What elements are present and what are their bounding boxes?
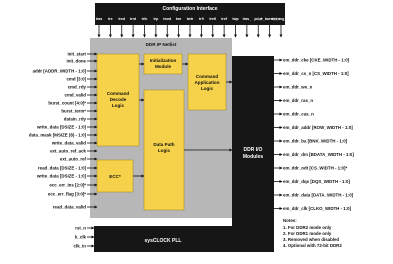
bottom-input-label: clk_in [74,244,87,249]
config-signal-label: trfc [142,17,148,21]
config-signal-label: trcd [118,17,125,21]
left-input-label: ecc_err_ins [2:0]* [49,183,86,188]
left-input-label: cmd [3:0] [66,77,86,82]
io-modules-line1: DDR I/O [244,147,263,153]
config-signal-label: tre [108,17,113,21]
config-signal-label: ext_reg_en [272,17,291,21]
command-decode-line2: Decode [110,97,127,102]
left-input-label: ext_auto_ref [60,157,87,162]
command-decode-line1: Command [107,91,130,96]
datapath-line1: Data Path [153,142,174,147]
left-input-label: cmd_rdy [68,85,87,90]
right-output-label: em_ddr_ba [BNK_WIDTH - 1:0] [283,139,348,144]
bottom-input-label: rst_n [75,226,86,231]
config-signal-label: trfi [199,17,204,21]
right-output-label: em_ddr_cs_n [CS_WIDTH - 1:0] [283,71,349,76]
config-signal-label: tras [96,17,103,21]
note-2: 2. For DDR1 mode only [283,231,332,236]
config-signal-label: tref [221,17,228,21]
right-output-label: em_ddr_clk [CLKO_WIDTH - 1:0] [283,206,352,211]
command-decode-line3: Logic [112,103,125,108]
right-signal-group: em_ddr_cke [CKE_WIDTH - 1:0] em_ddr_cs_n … [274,58,354,211]
right-output-label: em_ddr_we_n [283,85,313,90]
notes-title: Notes: [283,218,297,223]
ecc-label: ECC* [109,174,121,179]
note-1: 1. For DDR2 mode only [283,225,332,230]
config-signal-label: trp [153,17,159,21]
config-signal-label: tras_ [243,17,253,21]
config-signal-label: trrd [130,17,136,21]
left-input-label: read_data [DSIZE - 1:0] [38,166,87,171]
left-input-label: cmd_valid [65,93,87,98]
note-3: 3. Removed when disabled [283,237,339,242]
left-input-label: datain_rdy [64,117,87,122]
init-module-line2: Module [155,64,172,69]
left-input-label: read_data_valid [53,205,87,210]
command-decode-block [96,53,140,147]
pll-label: sysCLOCK PLL [145,238,182,244]
left-input-label: write_data_valid [51,141,86,146]
config-signal-label: tmrd [163,17,171,21]
right-output-label: em_ddr_data [DATA_WIDTH - 1:0] [283,193,354,198]
config-signal-label: trefi [209,17,216,21]
left-input-label: ext_auto_ref_ack [50,149,86,154]
cmd-app-line2: Application [194,80,219,85]
left-input-label: write_data [DSIZE - 1:0] [36,174,87,179]
config-interface-title: Configuration Interface [162,6,217,12]
ecc-block [96,159,134,193]
config-arrow-group [97,25,283,38]
left-input-label: write_data [DSIZE - 1:0] [36,125,87,130]
init-module-line1: Initialization [150,58,177,63]
right-output-label: em_ddr_cke [CKE_WIDTH - 1:0] [283,58,350,63]
right-output-label: em_ddr_dm [BDATA_WIDTH - 1:0] [283,152,354,157]
left-input-label: init_done [66,59,86,64]
notes-box: Notes: 1. For DDR2 mode only 2. For DDR1… [283,218,342,248]
left-input-label: addr [ADDR_WIDTH - 1:0] [33,69,87,74]
bottom-input-label: k_clk [75,235,87,240]
sysclock-pll-block [94,226,232,252]
left-input-label: data_mask [MSIZE (8) - 1:0] [29,133,87,138]
config-interface-box [95,3,285,25]
left-input-label: burst_term* [61,109,86,114]
right-output-label: em_ddr_dqs [DQS_WIDTH - 1:0] [283,179,350,184]
datapath-line2: Logic [158,148,171,153]
config-signal-label: twp [232,17,239,21]
right-output-label: em_ddr_addr [ROW_WIDTH - 1:0] [283,125,353,130]
bottom-signal-group: rst_n k_clk clk_in [74,226,95,249]
right-output-label: em_ddr_odt [CS_WIDTH - 1:0]* [283,166,347,171]
right-output-label: em_ddr_cas_n [283,112,314,117]
datapath-block [143,89,185,211]
left-input-label: burst_count [4:0]* [48,101,86,106]
config-signal-label: twr [176,17,182,21]
config-signal-label: ar_burst_en [259,17,280,21]
io-modules-line2: Modules [243,154,263,160]
command-application-block [187,53,227,111]
right-output-label: em_ddr_ras_n [283,98,313,103]
config-signal-label: twtr [187,17,194,21]
netlist-title: DDR IP Netlist [146,42,177,47]
left-input-label: init_start [67,52,86,57]
left-input-label: ecc_err_flag [3:0]* [48,192,86,197]
ddr-io-modules-block [232,56,274,252]
config-signal-label: pd_* [254,17,262,21]
cmd-app-line1: Command [196,74,219,79]
note-4: 4. Optional with 72-bit DDR2 [283,243,342,248]
cmd-app-line3: Logic [201,86,214,91]
